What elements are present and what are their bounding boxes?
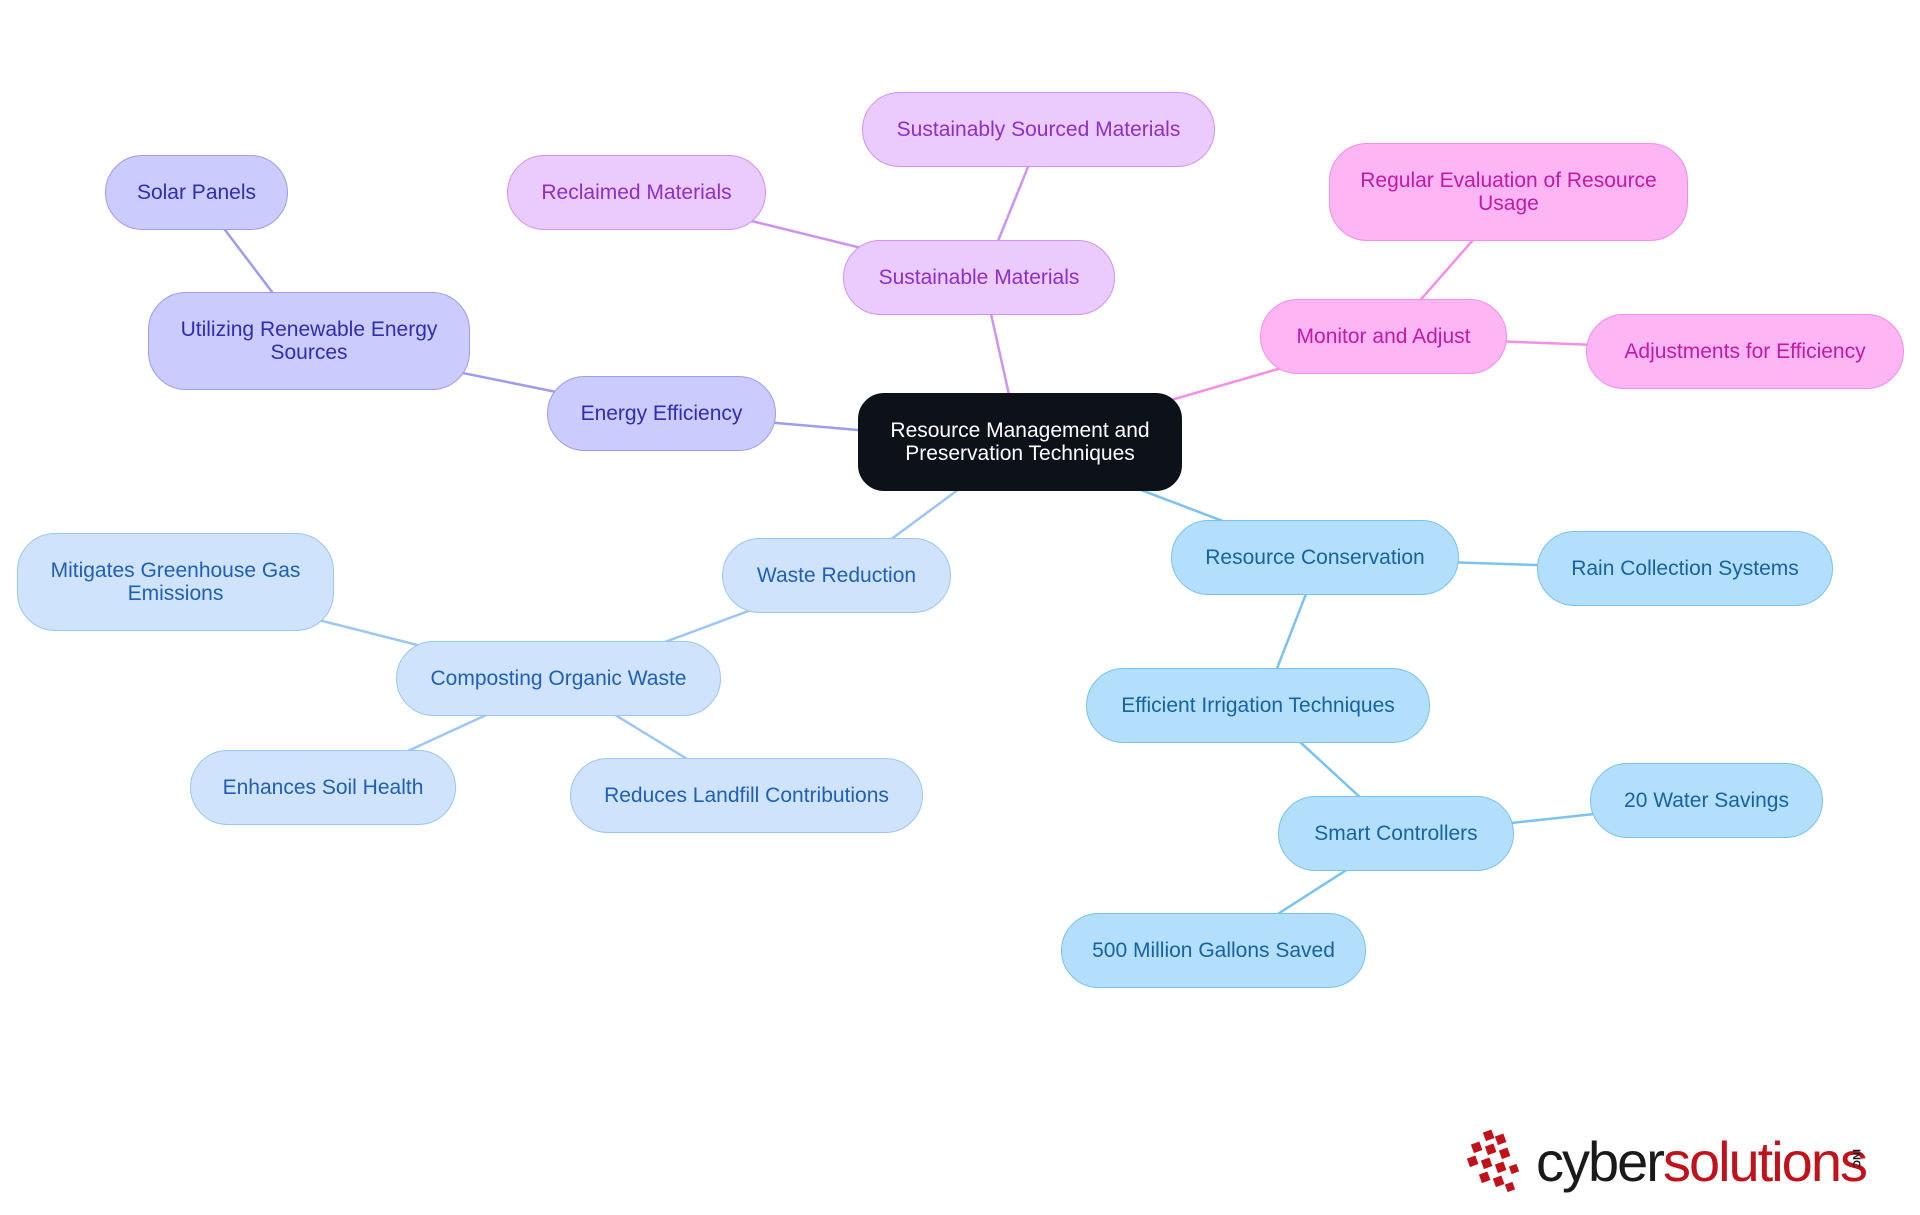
node-solar-panels[interactable]: Solar Panels: [105, 155, 288, 230]
logo-inc: INC: [1850, 1149, 1862, 1168]
node-sustainably-sourced-materials[interactable]: Sustainably Sourced Materials: [862, 92, 1215, 167]
node-monitor-adjust[interactable]: Monitor and Adjust: [1260, 299, 1507, 374]
node-efficient-irrigation[interactable]: Efficient Irrigation Techniques: [1086, 668, 1430, 743]
node-adjustments-efficiency[interactable]: Adjustments for Efficiency: [1586, 314, 1904, 389]
root-node[interactable]: Resource Management and Preservation Tec…: [858, 393, 1182, 491]
node-energy-efficiency[interactable]: Energy Efficiency: [547, 376, 776, 451]
node-regular-evaluation[interactable]: Regular Evaluation of Resource Usage: [1329, 143, 1688, 241]
node-sustainable-materials[interactable]: Sustainable Materials: [843, 240, 1115, 315]
node-smart-controllers[interactable]: Smart Controllers: [1278, 796, 1514, 871]
logo-word-solutions: solutions: [1662, 1130, 1868, 1193]
node-renewable-energy[interactable]: Utilizing Renewable Energy Sources: [148, 292, 470, 390]
node-resource-conservation[interactable]: Resource Conservation: [1171, 520, 1459, 595]
logo-word-cyber: cyber: [1536, 1130, 1665, 1193]
node-reclaimed-materials[interactable]: Reclaimed Materials: [507, 155, 766, 230]
logo-wordmark: cybersolutions: [1536, 1129, 1868, 1194]
node-water-savings[interactable]: 20 Water Savings: [1590, 763, 1823, 838]
node-greenhouse-emissions[interactable]: Mitigates Greenhouse Gas Emissions: [17, 533, 334, 631]
logo-mark-icon: [1466, 1129, 1520, 1193]
node-rain-collection[interactable]: Rain Collection Systems: [1537, 531, 1833, 606]
company-logo: cybersolutions INC: [1466, 1125, 1876, 1197]
node-soil-health[interactable]: Enhances Soil Health: [190, 750, 456, 825]
node-composting[interactable]: Composting Organic Waste: [396, 641, 721, 716]
node-gallons-saved[interactable]: 500 Million Gallons Saved: [1061, 913, 1366, 988]
node-landfill[interactable]: Reduces Landfill Contributions: [570, 758, 923, 833]
node-waste-reduction[interactable]: Waste Reduction: [722, 538, 951, 613]
